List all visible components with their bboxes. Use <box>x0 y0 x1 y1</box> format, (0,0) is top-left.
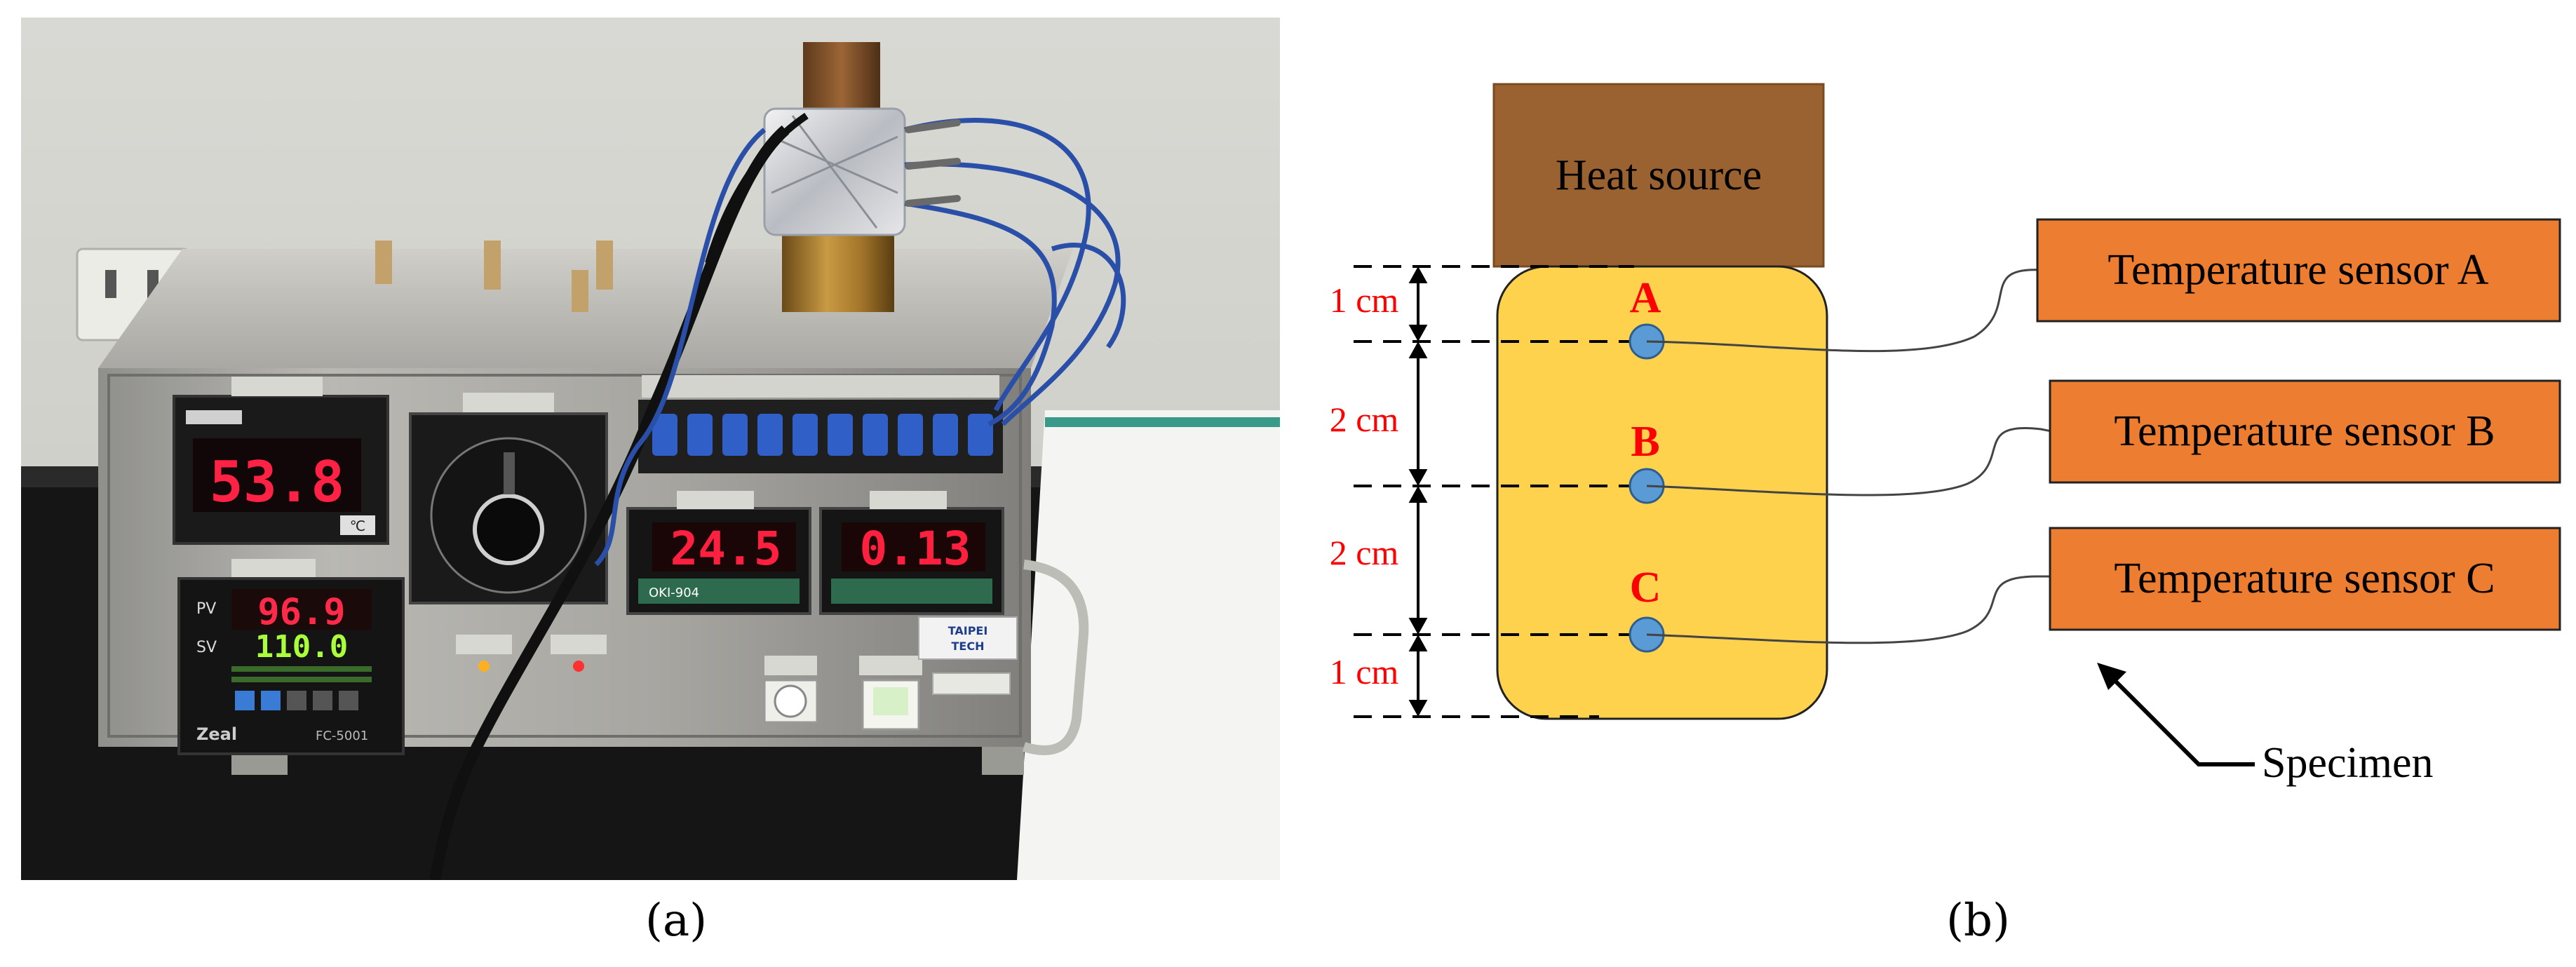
sensor-box-b <box>2049 379 2561 484</box>
dimension-label-3: 2 cm <box>1330 533 1399 572</box>
sensor-connectors <box>1646 269 2052 644</box>
sv-label: SV <box>196 639 217 656</box>
caption-b: (b) <box>1946 895 2010 947</box>
dimension-label-4: 1 cm <box>1330 652 1399 691</box>
controller-brand: Zeal <box>196 724 237 744</box>
dimension-label-2: 2 cm <box>1330 400 1399 439</box>
pv-label: PV <box>196 600 216 618</box>
apparatus-photo: 53.8 ℃ PV 96.9 SV 110.0 Zeal FC-5001 <box>21 18 1280 880</box>
sensor-box-a <box>2036 218 2561 323</box>
logo-line1: TAIPEI <box>948 624 988 637</box>
specimen-pointer <box>2097 663 2255 766</box>
voltage-readout: 24.5 <box>670 522 782 576</box>
point-label-b: B <box>1631 418 1659 466</box>
specimen-schematic: Heat source 1 cm 2 cm <box>1330 83 2561 787</box>
dimension-arrows <box>1408 266 1428 717</box>
point-label-a: A <box>1630 274 1661 322</box>
sensor-label-b: Temperature sensor B <box>2114 407 2495 455</box>
voltage-meter-model: OKI-904 <box>649 586 699 600</box>
sensor-box-c <box>2049 527 2561 631</box>
heat-source-block <box>1492 83 1825 268</box>
heat-source-label: Heat source <box>1556 151 1762 199</box>
dimension-label-1: 1 cm <box>1330 280 1399 320</box>
specimen-label: Specimen <box>2262 739 2434 787</box>
point-label-c: C <box>1630 564 1661 611</box>
controller-sv-readout: 110.0 <box>255 629 348 665</box>
logo-line2: TECH <box>952 640 985 653</box>
level-lines <box>1354 265 1662 718</box>
sensor-label-c: Temperature sensor C <box>2114 555 2495 602</box>
caption-a: (a) <box>645 895 708 947</box>
sensor-label-a: Temperature sensor A <box>2108 246 2488 294</box>
temperature-readout: 53.8 <box>210 449 345 515</box>
controller-pv-readout: 96.9 <box>257 591 345 633</box>
controller-model: FC-5001 <box>316 729 368 743</box>
current-readout: 0.13 <box>860 522 971 576</box>
temperature-unit: ℃ <box>350 518 365 534</box>
